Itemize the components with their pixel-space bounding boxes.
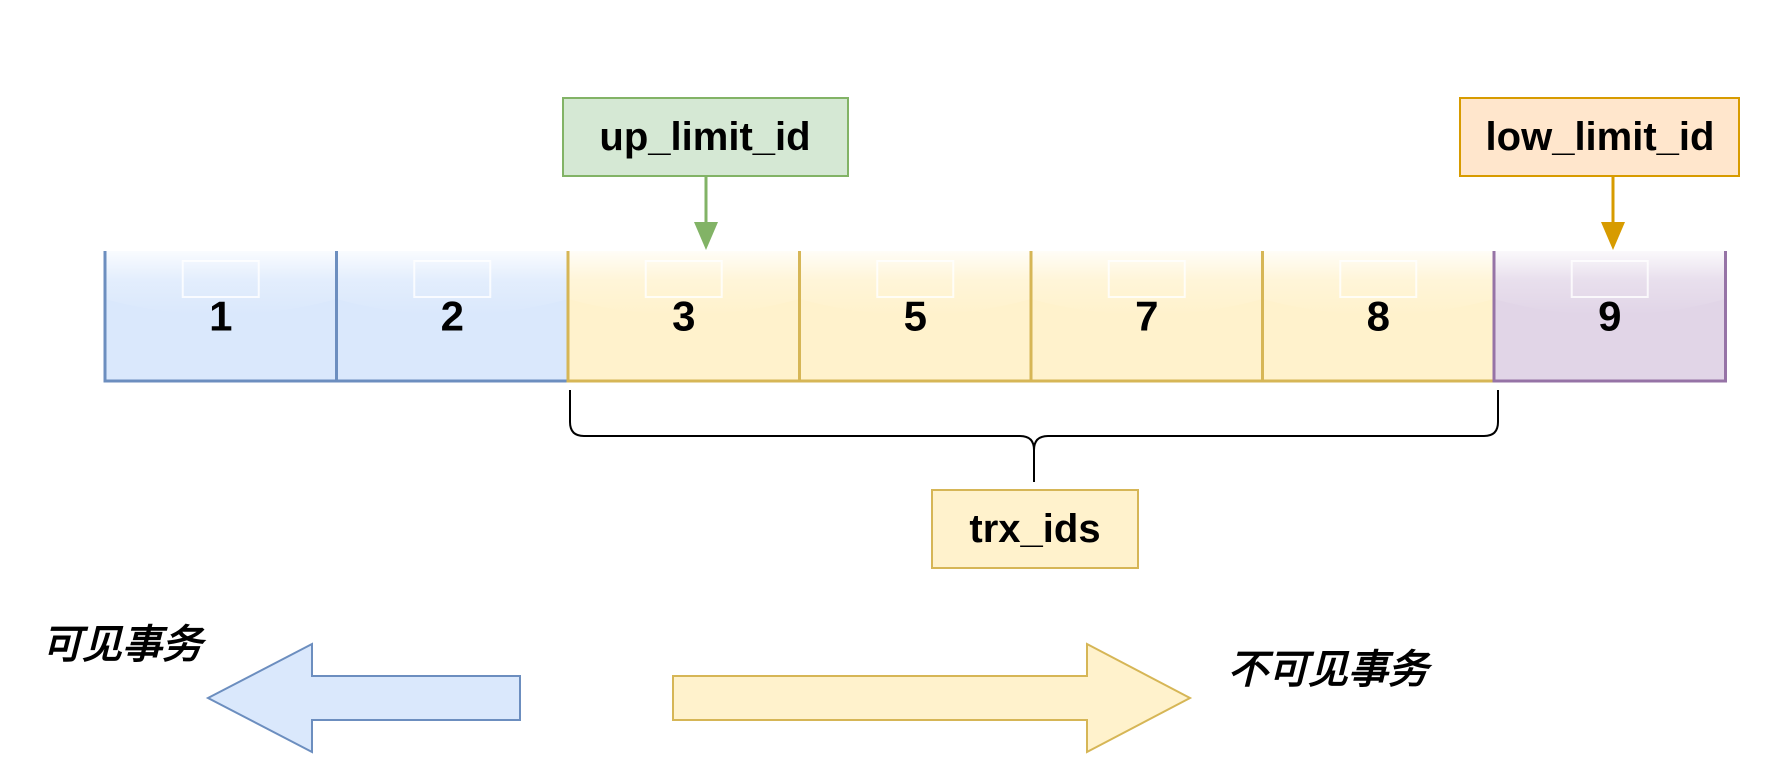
transaction-id-8: 8 (1367, 293, 1390, 340)
transaction-id-3: 3 (672, 293, 695, 340)
transaction-cell-9: 9 (1492, 251, 1727, 383)
transaction-id-7: 7 (1135, 293, 1158, 340)
transaction-id-5: 5 (904, 293, 927, 340)
transaction-id-cells: 1 2 3 5 7 8 9 (103, 251, 1727, 383)
transaction-cell-3: 3 (566, 251, 801, 383)
low-limit-id-text: low_limit_id (1486, 115, 1715, 159)
transaction-id-1: 1 (209, 293, 232, 340)
transaction-cell-8: 8 (1261, 251, 1496, 383)
right-arrow (672, 642, 1193, 754)
trx-ids-label: trx_ids (931, 489, 1139, 569)
transaction-cell-1: 1 (103, 251, 338, 383)
up-limit-id-label: up_limit_id (562, 97, 849, 177)
visible-transactions-caption: 可见事务 (42, 622, 207, 668)
trx-ids-brace (569, 390, 1499, 482)
low-limit-id-label: low_limit_id (1459, 97, 1740, 177)
transaction-id-2: 2 (441, 293, 464, 340)
low-limit-arrow (1601, 176, 1625, 250)
transaction-cell-2: 2 (335, 251, 570, 383)
transaction-cell-7: 7 (1029, 251, 1264, 383)
left-arrow (205, 642, 521, 754)
up-limit-id-text: up_limit_id (599, 115, 810, 159)
up-limit-arrow (694, 176, 718, 250)
invisible-transactions-caption: 不可见事务 (1228, 647, 1433, 693)
trx-ids-text: trx_ids (969, 507, 1100, 551)
transaction-id-9: 9 (1598, 293, 1621, 340)
transaction-cell-5: 5 (798, 251, 1033, 383)
